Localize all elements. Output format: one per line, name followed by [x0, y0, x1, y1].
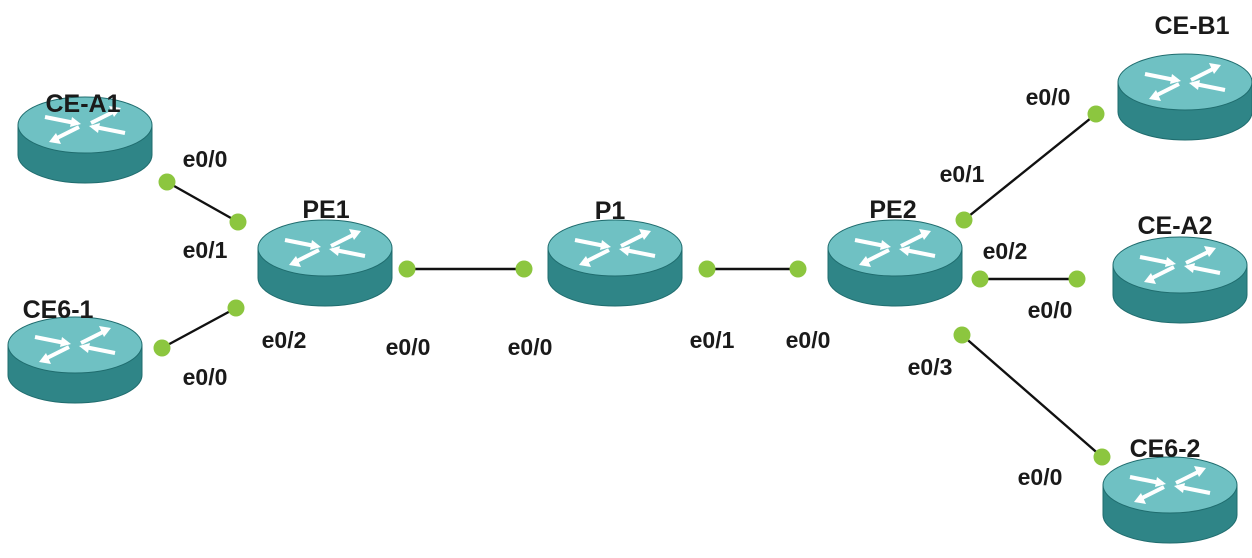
port-label: e0/2	[983, 238, 1028, 264]
router-ce-b1-icon[interactable]	[1117, 53, 1252, 141]
port-label: e0/0	[183, 146, 228, 172]
links-layer	[161, 113, 1103, 458]
port-dot-icon[interactable]	[153, 339, 171, 357]
port-dot-icon[interactable]	[698, 260, 716, 278]
port-label: e0/3	[908, 354, 953, 380]
router-top	[1112, 236, 1248, 294]
port-dot-icon[interactable]	[158, 173, 176, 191]
router-name-label: CE-A2	[1137, 212, 1212, 240]
port-dot-icon[interactable]	[953, 326, 971, 344]
port-label: e0/0	[1028, 297, 1073, 323]
port-label: e0/0	[386, 334, 431, 360]
router-top	[827, 219, 963, 277]
router-top	[257, 219, 393, 277]
port-label: e0/0	[786, 327, 831, 353]
port-dot-icon[interactable]	[971, 270, 989, 288]
ports-layer	[153, 105, 1111, 466]
router-name-label: PE1	[302, 196, 349, 224]
port-label: e0/1	[940, 161, 985, 187]
link-ce61-pe1	[161, 306, 237, 350]
link-pe2-ce62	[961, 334, 1103, 458]
port-dot-icon[interactable]	[955, 211, 973, 229]
router-ce-a1-icon[interactable]	[17, 96, 153, 184]
port-label: e0/0	[1026, 84, 1071, 110]
router-p1-icon[interactable]	[547, 219, 683, 307]
router-name-label: P1	[595, 197, 626, 225]
router-top	[1102, 456, 1238, 514]
router-top	[547, 219, 683, 277]
link-pe2-ceb1	[963, 113, 1097, 221]
port-dot-icon[interactable]	[229, 213, 247, 231]
router-pe2-icon[interactable]	[827, 219, 963, 307]
router-ce6-2-icon[interactable]	[1102, 456, 1238, 544]
router-name-label: PE2	[869, 196, 916, 224]
port-dot-icon[interactable]	[227, 299, 245, 317]
router-ce6-1-icon[interactable]	[7, 316, 143, 404]
router-name-label: CE6-1	[23, 296, 94, 324]
port-label: e0/0	[508, 334, 553, 360]
port-dot-icon[interactable]	[398, 260, 416, 278]
router-name-label: CE-B1	[1154, 12, 1229, 40]
port-dot-icon[interactable]	[515, 260, 533, 278]
router-pe1-icon[interactable]	[257, 219, 393, 307]
port-dot-icon[interactable]	[789, 260, 807, 278]
port-label: e0/1	[183, 237, 228, 263]
port-dot-icon[interactable]	[1087, 105, 1105, 123]
router-ce-a2-icon[interactable]	[1112, 236, 1248, 324]
port-label: e0/2	[262, 327, 307, 353]
routers-layer	[7, 53, 1252, 544]
link-cea1-pe1	[166, 180, 239, 224]
router-name-label: CE6-2	[1130, 435, 1201, 463]
router-top	[7, 316, 143, 374]
port-label: e0/0	[183, 364, 228, 390]
port-dot-icon[interactable]	[1068, 270, 1086, 288]
port-dot-icon[interactable]	[1093, 448, 1111, 466]
port-label: e0/1	[690, 327, 735, 353]
port-label: e0/0	[1018, 464, 1063, 490]
router-top	[1117, 53, 1252, 111]
router-name-label: CE-A1	[45, 90, 120, 118]
